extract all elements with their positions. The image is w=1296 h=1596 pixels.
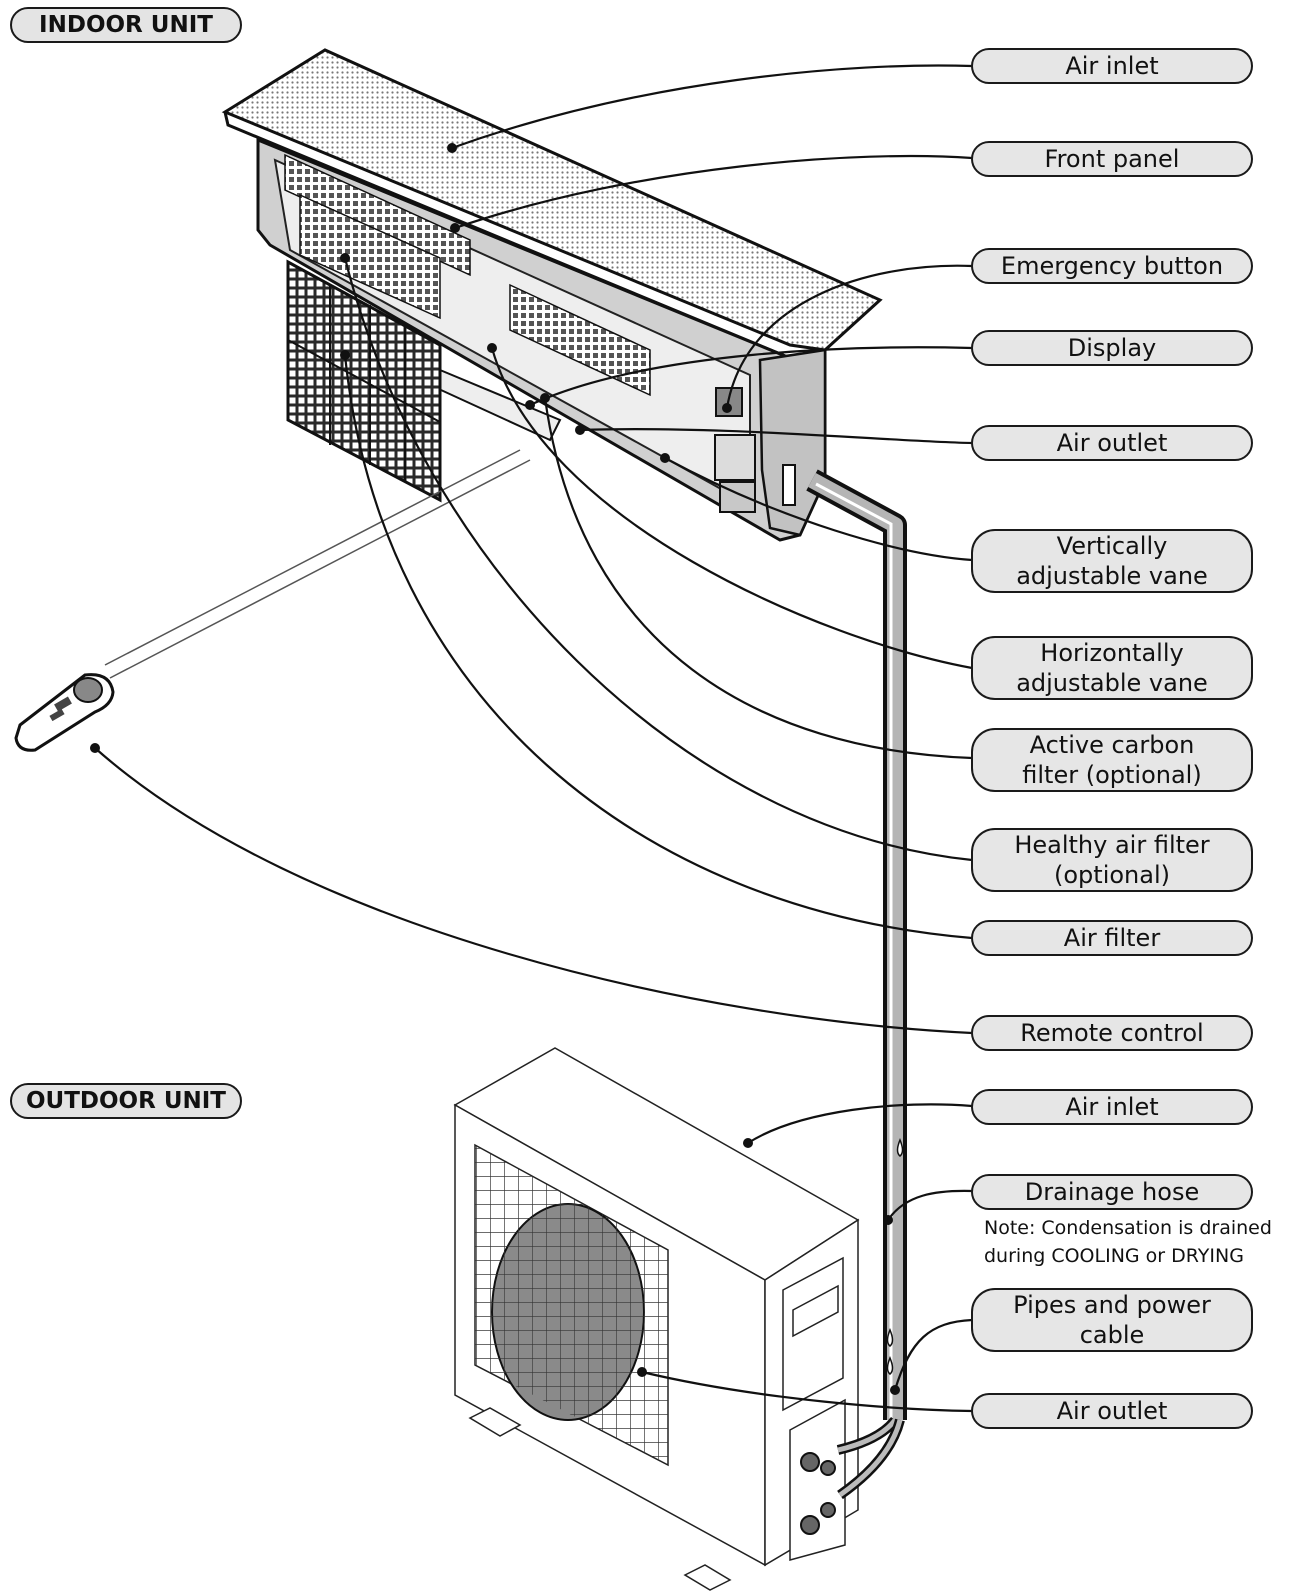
label-remote-control: Remote control xyxy=(971,1015,1253,1051)
leader-air-inlet-indoor xyxy=(451,64,973,150)
leader-front-panel xyxy=(454,154,973,230)
leader-display xyxy=(529,346,973,407)
dot-horizontal-vane xyxy=(487,343,497,353)
label-air-filter: Air filter xyxy=(971,920,1253,956)
leader-air-outlet-outdoor xyxy=(641,1370,973,1413)
dot-air-outlet-outdoor xyxy=(637,1367,647,1377)
leader-air-outlet-indoor xyxy=(579,428,973,445)
dot-vertical-vane xyxy=(660,453,670,463)
ir-beam-lines xyxy=(104,449,531,679)
indoor-unit-illustration xyxy=(221,48,907,1420)
leader-lines xyxy=(94,64,973,1413)
outdoor-unit-heading: OUTDOOR UNIT xyxy=(10,1083,242,1119)
leader-healthy-filter xyxy=(343,257,973,862)
label-air-inlet-outdoor: Air inlet xyxy=(971,1089,1253,1125)
label-air-outlet-outdoor: Air outlet xyxy=(971,1393,1253,1429)
dot-air-outlet-indoor xyxy=(575,425,585,435)
leader-drainage-hose xyxy=(887,1189,973,1221)
label-air-inlet-indoor: Air inlet xyxy=(971,48,1253,84)
leader-horizontal-vane xyxy=(490,347,973,670)
label-display: Display xyxy=(971,330,1253,366)
label-front-panel: Front panel xyxy=(971,141,1253,177)
condensation-note-line-1: Note: Condensation is drained xyxy=(984,1217,1272,1239)
label-air-outlet-indoor: Air outlet xyxy=(971,425,1253,461)
indoor-unit-heading: INDOOR UNIT xyxy=(10,7,242,43)
leader-dots xyxy=(90,143,900,1395)
dot-front-panel xyxy=(450,223,460,233)
dot-pipes-cable xyxy=(890,1385,900,1395)
remote-control-illustration xyxy=(14,673,115,752)
dot-healthy-filter xyxy=(340,253,350,263)
dot-emergency-button xyxy=(722,403,732,413)
dot-remote-control xyxy=(90,743,100,753)
label-drainage-hose: Drainage hose xyxy=(971,1174,1253,1210)
air-filter-panel-illustration xyxy=(286,259,442,503)
dot-air-inlet-outdoor xyxy=(743,1138,753,1148)
dot-air-inlet-indoor xyxy=(447,143,457,153)
label-healthy-filter: Healthy air filter(optional) xyxy=(971,828,1253,892)
leader-air-filter xyxy=(343,354,973,940)
condensation-note-line-2: during COOLING or DRYING xyxy=(984,1245,1244,1267)
leader-vertical-vane xyxy=(664,457,973,562)
leader-emergency-button xyxy=(725,264,973,409)
condensation-note: Note: Condensation is drained during COO… xyxy=(984,1214,1294,1270)
dot-drainage-hose xyxy=(883,1215,893,1225)
dot-air-filter xyxy=(340,350,350,360)
outdoor-unit-illustration xyxy=(453,1047,905,1591)
dot-carbon-filter xyxy=(540,393,550,403)
label-emergency-button: Emergency button xyxy=(971,248,1253,284)
leader-air-inlet-outdoor xyxy=(747,1103,973,1144)
leader-pipes-cable xyxy=(893,1318,973,1391)
leader-carbon-filter xyxy=(543,397,973,760)
leader-remote-control xyxy=(94,747,973,1035)
dot-display xyxy=(525,400,535,410)
